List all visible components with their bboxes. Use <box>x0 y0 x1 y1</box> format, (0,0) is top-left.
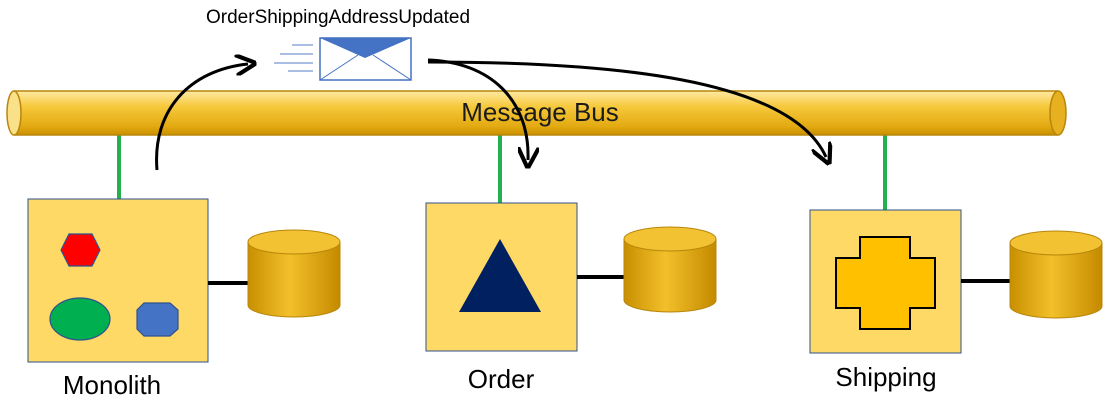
monolith-label: Monolith <box>63 370 161 398</box>
deliver-to-shipping-arrow <box>427 60 826 157</box>
triangle-icon <box>459 239 541 312</box>
event-label: OrderShippingAddressUpdated <box>206 7 470 28</box>
hexagon-icon <box>60 233 101 267</box>
service-shipping: Shipping <box>809 209 1103 392</box>
order-label: Order <box>468 364 535 394</box>
envelope-icon <box>319 37 412 81</box>
publish-arrow <box>155 64 248 171</box>
cross-icon <box>835 236 936 330</box>
service-order: Order <box>425 202 717 394</box>
bus-label: Message Bus <box>461 97 619 127</box>
shipping-label: Shipping <box>835 362 936 392</box>
service-monolith: Monolith <box>27 198 341 398</box>
octagon-icon <box>136 302 179 337</box>
message-bus: Message Bus <box>6 90 1067 136</box>
bus-left-cap <box>6 90 22 136</box>
ellipse-icon <box>49 297 111 341</box>
database-icon <box>247 229 341 318</box>
database-icon <box>623 226 717 313</box>
event-message: OrderShippingAddressUpdated <box>206 7 470 81</box>
database-icon <box>1009 230 1103 319</box>
monolith-box <box>27 198 209 363</box>
bus-right-cap <box>1049 90 1067 136</box>
